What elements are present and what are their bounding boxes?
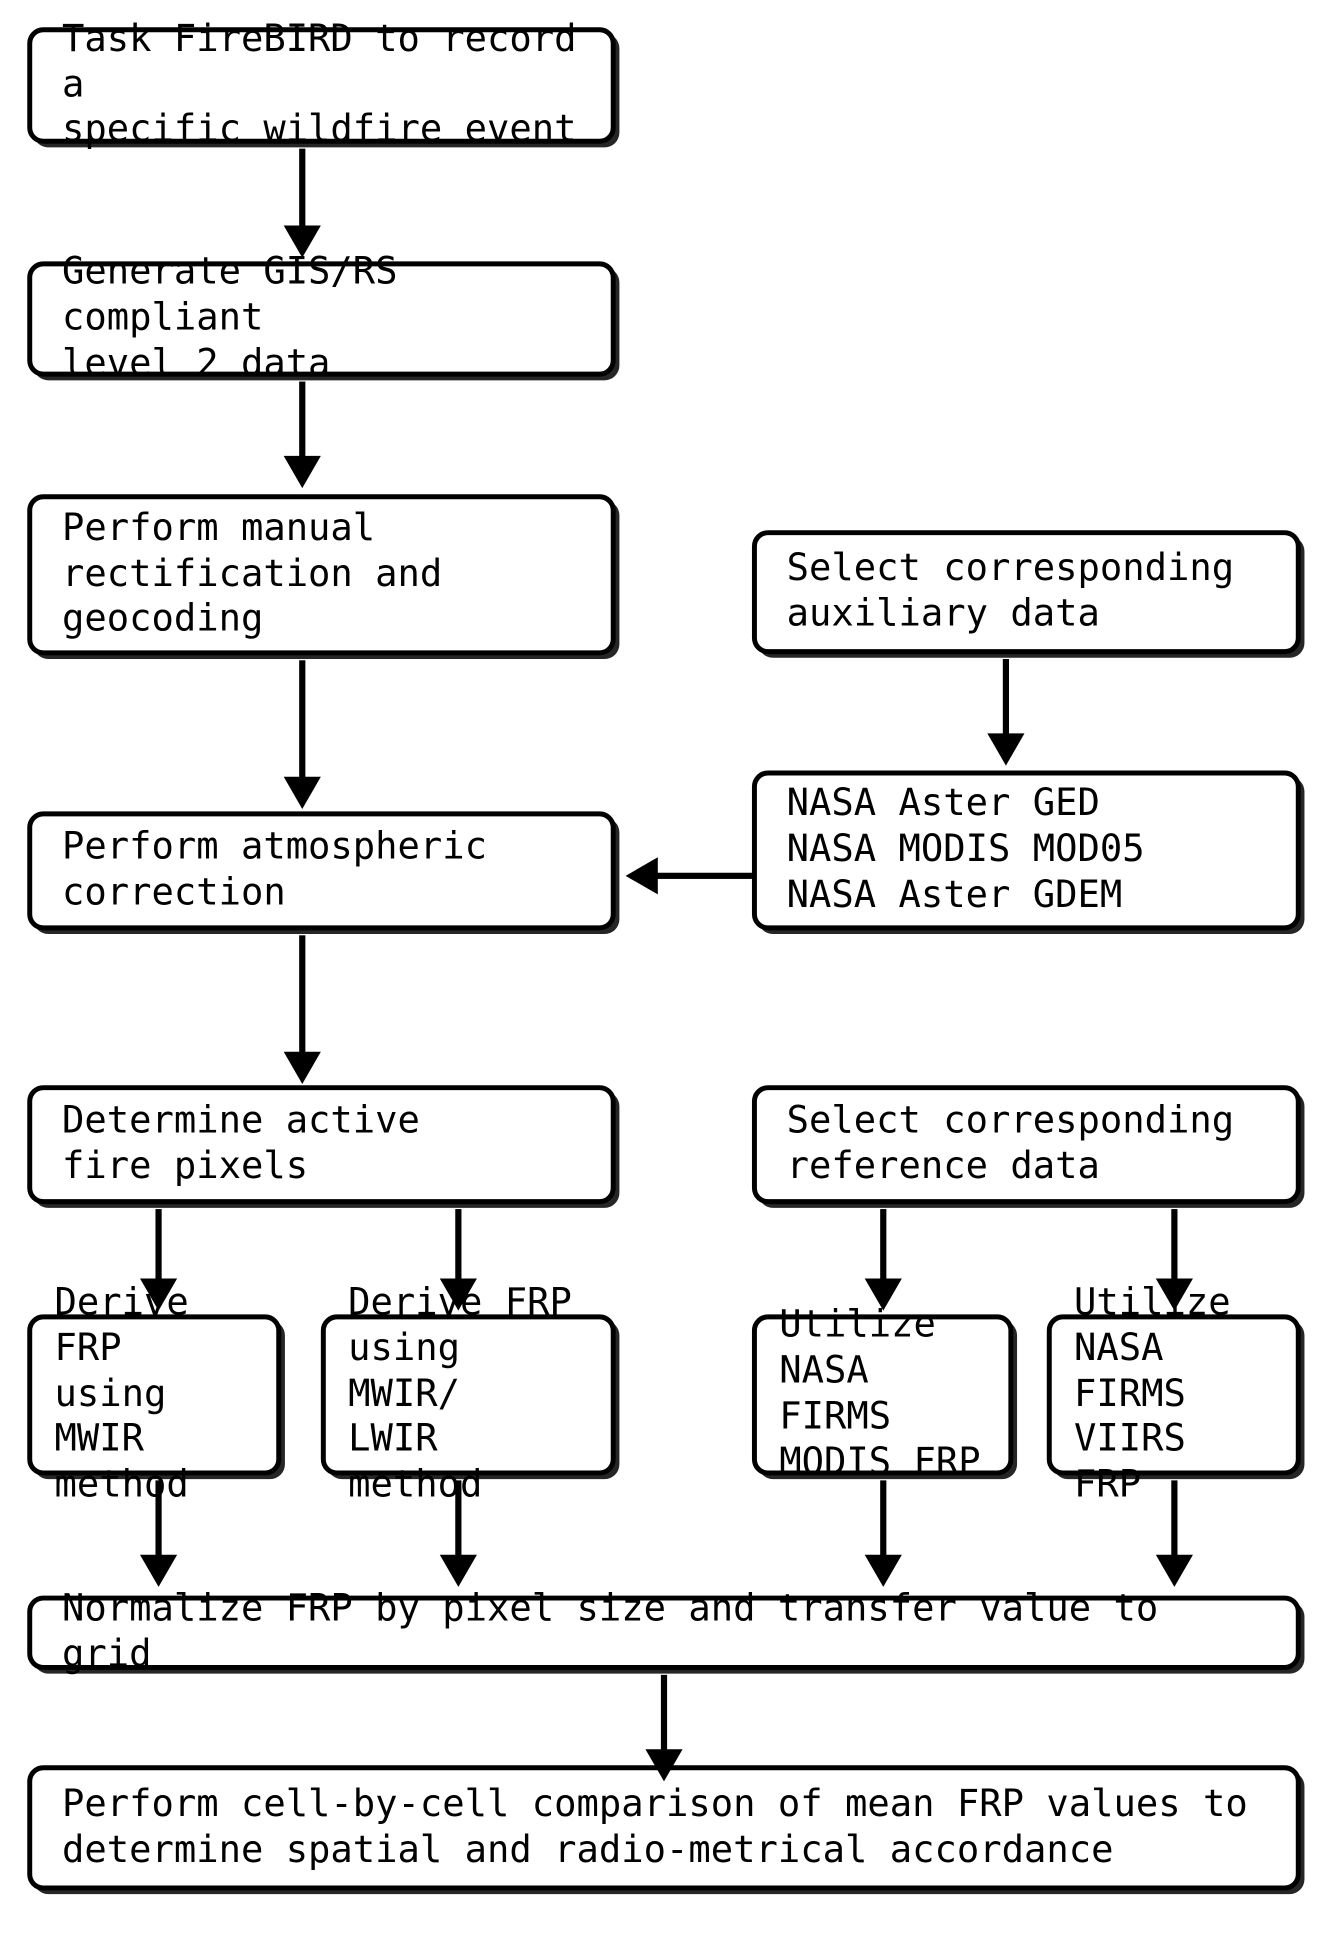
arrow-head	[439, 1554, 477, 1587]
arrow-shaft	[660, 1674, 668, 1752]
node-label: Normalize FRP by pixel size and transfer…	[61, 1587, 1159, 1677]
arrow-shaft	[655, 872, 752, 879]
node-nasa-datasets: NASA Aster GED NASA MODIS MOD05 NASA Ast…	[751, 770, 1301, 931]
arrow-shaft	[299, 148, 306, 228]
arrow-shaft	[155, 1480, 162, 1558]
arrow-head	[987, 733, 1025, 766]
node-manual-rectification: Perform manual rectification and geocodi…	[27, 494, 616, 656]
arrow-head	[645, 1749, 683, 1782]
arrow-head	[1155, 1278, 1193, 1311]
arrow-head	[283, 1051, 321, 1084]
node-select-auxiliary-data: Select corresponding auxiliary data	[751, 530, 1301, 655]
node-utilize-viirs-frp: Utilize NASA FIRMS VIIRS FRP	[1046, 1281, 1301, 1507]
node-select-reference-data: Select corresponding reference data	[751, 1085, 1301, 1205]
node-label: Determine active fire pixels	[61, 1098, 420, 1189]
node-label: Perform manual rectification and geocodi…	[61, 506, 443, 642]
node-label: Perform cell-by-cell comparison of mean …	[61, 1782, 1248, 1872]
arrow-head	[864, 1278, 902, 1311]
arrow-head	[283, 776, 321, 809]
node-cell-by-cell-comparison: Perform cell-by-cell comparison of mean …	[27, 1765, 1301, 1891]
arrow-head	[864, 1554, 902, 1587]
arrow-shaft	[455, 1209, 462, 1281]
node-derive-frp-mwir-lwir: Derive FRP using MWIR/ LWIR method	[320, 1281, 616, 1507]
arrow-head	[283, 225, 321, 258]
arrow-head	[1155, 1554, 1193, 1587]
arrow-shaft	[299, 660, 306, 780]
arrow-shaft	[299, 935, 306, 1055]
node-derive-frp-mwir: Derive FRP using MWIR method	[27, 1281, 282, 1507]
node-label: Utilize NASA FIRMS VIIRS FRP	[1074, 1280, 1231, 1507]
arrow-head	[625, 857, 658, 895]
node-label: Task FireBIRD to record a specific wildf…	[61, 16, 577, 152]
arrow-shaft	[299, 381, 306, 459]
arrow-shaft	[455, 1480, 462, 1558]
node-label: Select corresponding auxiliary data	[786, 546, 1235, 636]
node-task-firebird: Task FireBIRD to record a specific wildf…	[27, 17, 616, 152]
node-generate-level2: Generate GIS/RS compliant level 2 data	[27, 250, 616, 385]
node-label: Perform atmospheric correction	[61, 825, 488, 915]
arrow-shaft	[1171, 1480, 1178, 1558]
node-label: Select corresponding reference data	[786, 1098, 1235, 1189]
node-label: NASA Aster GED NASA MODIS MOD05 NASA Ast…	[786, 781, 1145, 917]
arrow-shaft	[880, 1480, 887, 1558]
arrow-head	[283, 455, 321, 489]
arrow-shaft	[155, 1209, 162, 1281]
node-label: Derive FRP using MWIR method	[54, 1280, 189, 1507]
node-label: Derive FRP using MWIR/ LWIR method	[348, 1280, 572, 1507]
node-normalize-frp: Normalize FRP by pixel size and transfer…	[27, 1587, 1301, 1676]
arrow-head	[439, 1278, 477, 1311]
arrow-head	[139, 1554, 178, 1587]
node-label: Generate GIS/RS compliant level 2 data	[61, 250, 398, 386]
arrow-shaft	[880, 1209, 887, 1281]
arrow-head	[139, 1278, 178, 1311]
arrow-shaft	[1002, 659, 1010, 736]
node-label: Utilize NASA FIRMS MODIS FRP	[779, 1303, 981, 1484]
node-atmospheric-correction: Perform atmospheric correction	[27, 811, 616, 931]
arrow-shaft	[1171, 1209, 1178, 1281]
node-determine-fire-pixels: Determine active fire pixels	[27, 1085, 616, 1205]
node-utilize-modis-frp: Utilize NASA FIRMS MODIS FRP	[751, 1303, 1014, 1484]
